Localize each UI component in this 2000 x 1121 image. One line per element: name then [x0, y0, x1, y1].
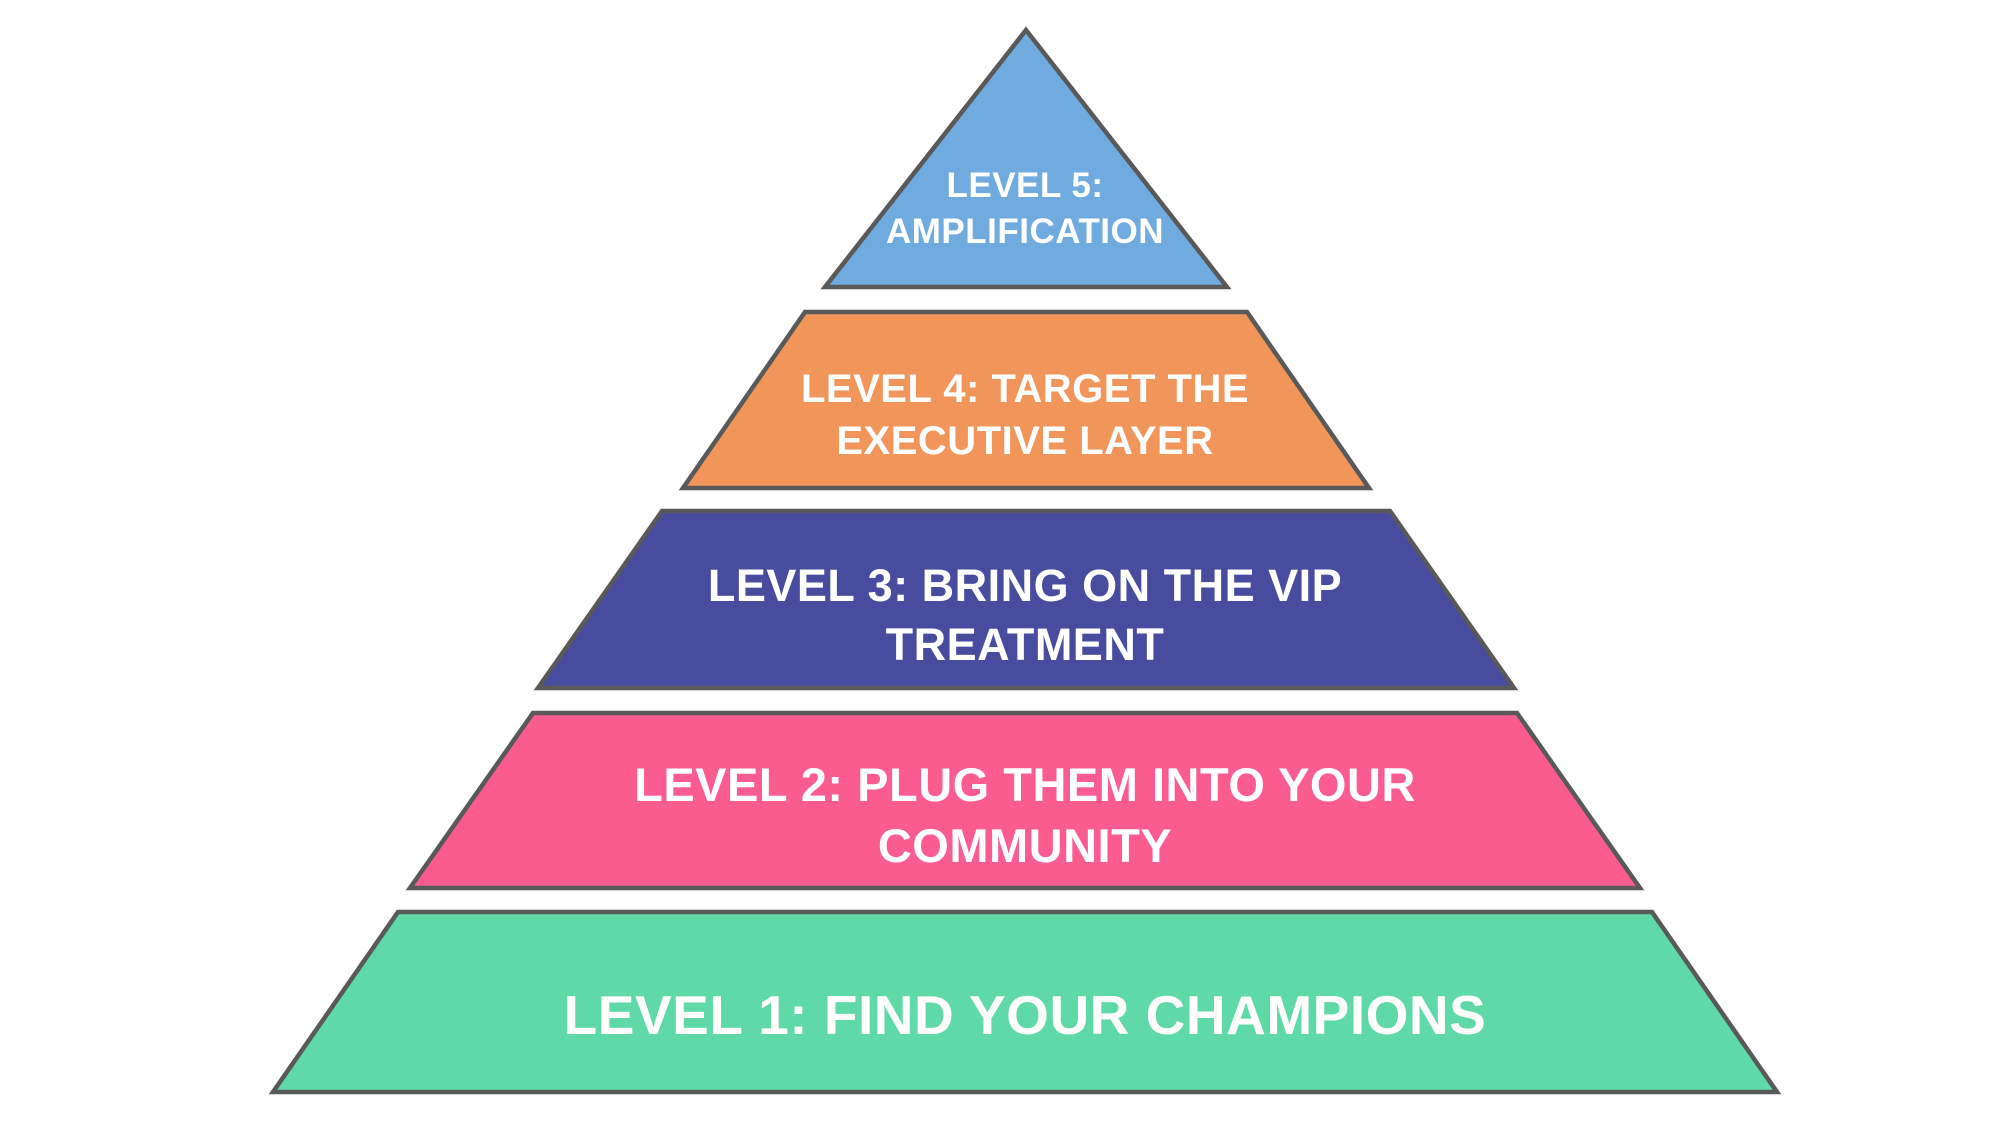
- pyramid-level-1-shape: [268, 909, 1782, 1095]
- label-line: LEVEL 3: BRING ON THE VIP: [707, 560, 1343, 611]
- label-line: LEVEL 2: PLUG THEM INTO YOUR: [634, 758, 1416, 811]
- pyramid-level-3-shape: [533, 508, 1519, 691]
- pyramid-level-5-label: LEVEL 5: AMPLIFICATION: [815, 163, 1235, 254]
- label-line: COMMUNITY: [877, 819, 1173, 873]
- pyramid-level-4-label: LEVEL 4: TARGET THE EXECUTIVE LAYER: [745, 363, 1305, 467]
- label-line: LEVEL 5:: [946, 166, 1104, 205]
- pyramid-level-5-shape: [820, 26, 1232, 290]
- label-line: EXECUTIVE LAYER: [836, 419, 1214, 463]
- label-line: LEVEL 4: TARGET THE: [800, 367, 1250, 411]
- pyramid-level-1-label: LEVEL 1: FIND YOUR CHAMPIONS: [425, 980, 1625, 1052]
- label-line: LEVEL 1: FIND YOUR CHAMPIONS: [563, 984, 1487, 1046]
- pyramid-level-2-label: LEVEL 2: PLUG THEM INTO YOUR COMMUNITY: [575, 754, 1475, 876]
- label-line: TREATMENT: [885, 618, 1165, 670]
- pyramid-level-3-label: LEVEL 3: BRING ON THE VIP TREATMENT: [675, 557, 1375, 674]
- pyramid-level-4-shape: [678, 309, 1374, 491]
- pyramid-level-2-shape: [405, 710, 1645, 891]
- label-line: AMPLIFICATION: [885, 211, 1165, 251]
